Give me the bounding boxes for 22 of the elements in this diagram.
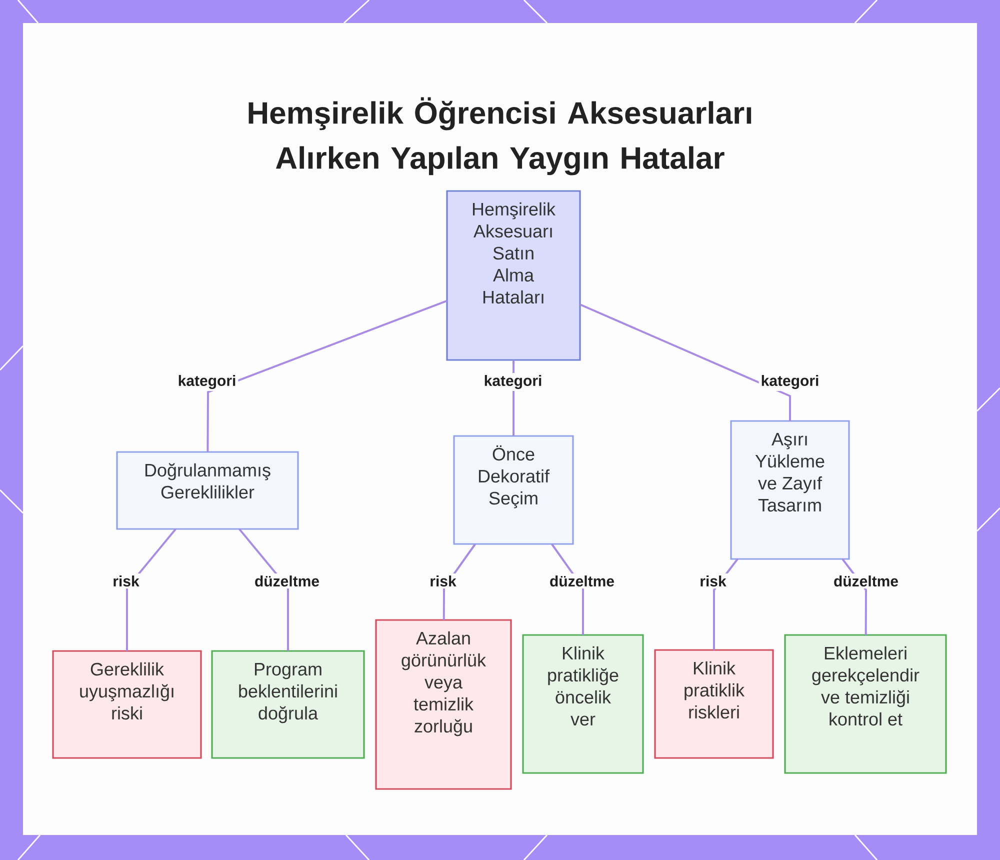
edge-label: düzeltme — [548, 574, 617, 589]
category-box: Önce Dekoratif Seçim — [453, 435, 574, 545]
connector-line — [206, 300, 448, 452]
category-box: Aşırı Yükleme ve Zayıf Tasarım — [730, 420, 850, 560]
root-box: Hemşirelik Aksesuarı Satın Alma Hataları — [446, 190, 581, 361]
risk-box: Gereklilik uyuşmazlığı riski — [52, 650, 202, 759]
category-box: Doğrulanmamış Gereklilikler — [116, 451, 299, 530]
risk-box: Klinik pratiklik riskleri — [654, 649, 774, 759]
title: Hemşirelik Öğrencisi Aksesuarları Alırken Yapılan Yaygın Hatalar — [248, 97, 752, 176]
risk-box: Azalan görünürlük veya temizlik zorluğu — [375, 619, 512, 790]
remedy-box: Klinik pratikliğe öncelik ver — [522, 634, 644, 774]
edge-label: düzeltme — [832, 574, 901, 589]
edge-label: kategori — [758, 372, 822, 392]
edge-label: kategori — [482, 372, 544, 392]
edge-label: risk — [110, 574, 142, 589]
remedy-box: Eklemeleri gerekçelendir ve temizliği kontrol et — [784, 634, 947, 774]
edge-label: kategori — [176, 372, 238, 392]
connector-line — [580, 304, 791, 421]
edge-label: risk — [698, 574, 728, 589]
edge-label: risk — [428, 574, 458, 589]
remedy-box: Program beklentilerini doğrula — [211, 650, 365, 759]
edge-label: düzeltme — [252, 574, 322, 589]
